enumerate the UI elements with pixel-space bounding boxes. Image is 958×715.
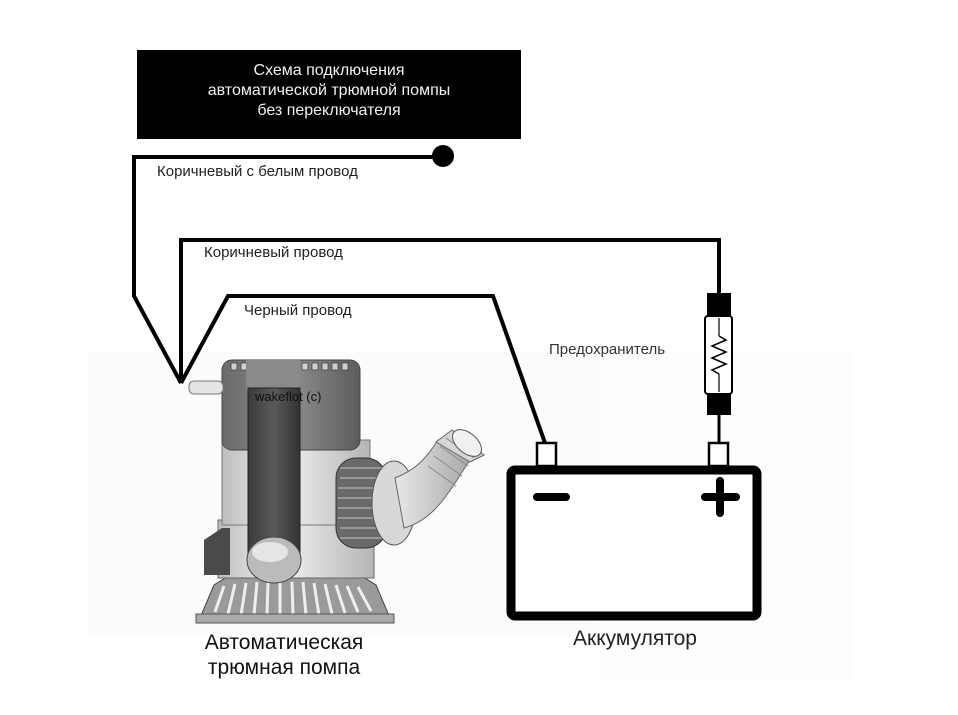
fuse-icon [704, 293, 733, 443]
wire-brown-white [132, 155, 443, 384]
title-line-2: автоматической трюмной помпы [207, 82, 451, 99]
pump-caption: Автоматическая трюмная помпа [178, 630, 390, 680]
pump-watermark: wakeflot (c) [255, 389, 322, 404]
wire-black [179, 294, 547, 444]
wire-label-brown-white: Коричневый с белым провод [157, 163, 358, 180]
battery-caption: Аккумулятор [573, 627, 697, 650]
fuse-label: Предохранитель [549, 341, 666, 358]
wire-terminal-dot [432, 145, 454, 167]
wire-label-brown: Коричневый провод [204, 244, 343, 261]
battery-positive-icon [701, 477, 740, 517]
battery-icon [506, 441, 762, 621]
title-line-3: без переключателя [257, 102, 401, 119]
wire-brown [179, 238, 721, 383]
bilge-pump-illustration [188, 359, 485, 624]
wire-label-black: Черный провод [244, 302, 352, 319]
pump-caption-line-1: Автоматическая [204, 631, 364, 654]
diagram-title: Схема подключения автоматической трюмной… [137, 50, 521, 139]
pump-caption-line-2: трюмная помпа [207, 656, 361, 679]
title-line-1: Схема подключения [253, 62, 405, 79]
